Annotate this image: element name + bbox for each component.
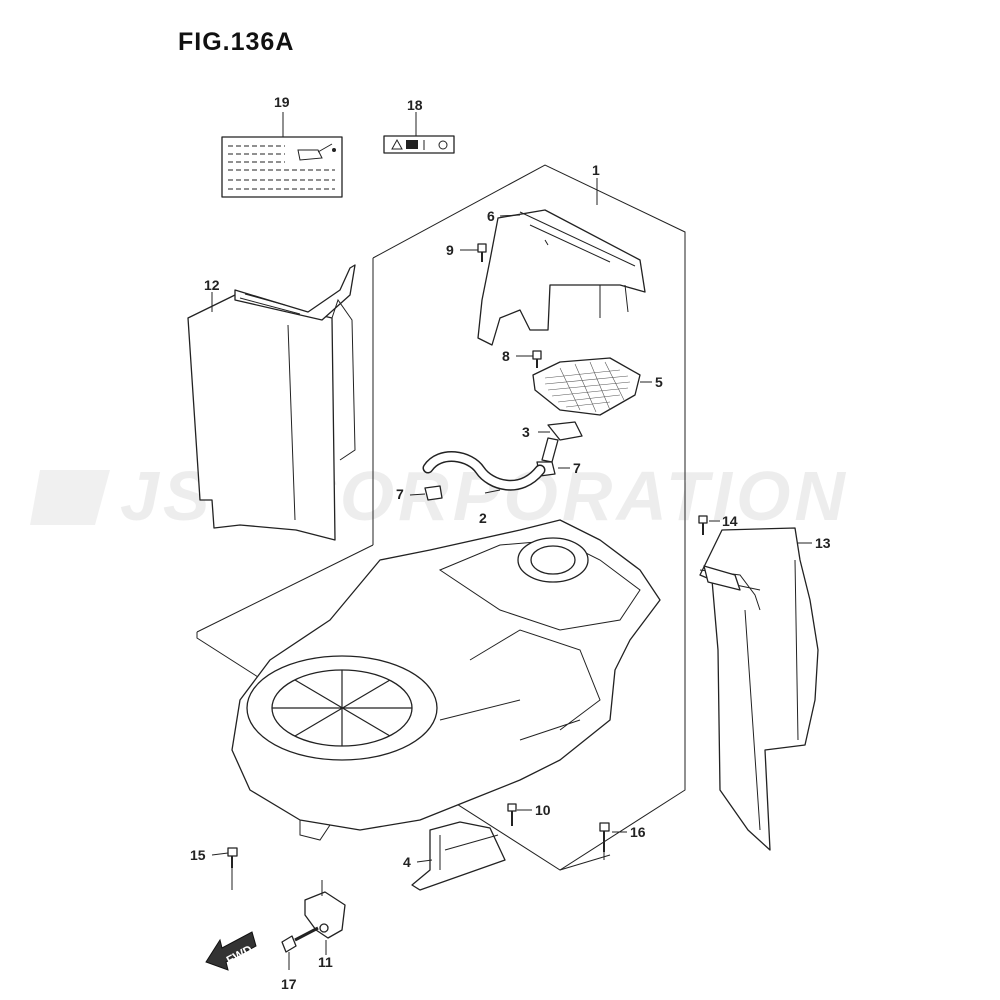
callout-4: 4: [403, 854, 411, 870]
callout-16: 16: [630, 824, 646, 840]
oil-can-icon: [297, 143, 336, 161]
screen-5[interactable]: [532, 357, 641, 416]
callout-18: 18: [407, 97, 423, 113]
screw-10[interactable]: [507, 803, 517, 826]
callout-5: 5: [655, 374, 663, 390]
bolt-17[interactable]: [281, 926, 319, 953]
bolt-14[interactable]: [698, 515, 708, 535]
callout-1: 1: [592, 162, 600, 178]
cover-6[interactable]: [477, 209, 646, 346]
callout-6: 6: [487, 208, 495, 224]
side-duct-12[interactable]: [187, 264, 356, 541]
boundary-lower-edge: [196, 544, 374, 633]
side-duct-13[interactable]: [699, 527, 819, 851]
bolt-8[interactable]: [532, 350, 542, 368]
callout-19: 19: [274, 94, 290, 110]
callout-7-upper: 7: [573, 460, 581, 476]
warning-sticker-18[interactable]: [383, 135, 455, 154]
callout-7-lower: 7: [396, 486, 404, 502]
boundary-bottom-edge: [559, 854, 611, 871]
hose-2[interactable]: [422, 451, 546, 491]
callout-11: 11: [318, 954, 333, 970]
callout-numbers: 1 2 3 4 5 6 7 7 8 9 10 11 12 13 14 15 16…: [190, 94, 831, 992]
fitting-3[interactable]: [541, 421, 583, 463]
label-sticker-19[interactable]: [221, 136, 343, 198]
callout-17: 17: [281, 976, 297, 992]
callout-10: 10: [535, 802, 551, 818]
bracket-11[interactable]: [304, 880, 346, 939]
caution-label-icon: [406, 140, 418, 149]
callout-13: 13: [815, 535, 831, 551]
warning-label-icon: [391, 138, 403, 150]
cover-4[interactable]: [411, 821, 506, 891]
callout-12: 12: [204, 277, 220, 293]
callout-2: 2: [479, 510, 487, 526]
leader-lines: [211, 112, 812, 970]
callout-14: 14: [722, 513, 738, 529]
callout-9: 9: [446, 242, 454, 258]
assembly-boundary: [196, 164, 686, 871]
bolt-9[interactable]: [477, 243, 487, 262]
bolt-15[interactable]: [227, 847, 238, 868]
bolt-16[interactable]: [599, 822, 610, 852]
callout-3: 3: [522, 424, 530, 440]
figure-title: FIG.136A: [178, 28, 294, 56]
callout-8: 8: [502, 348, 510, 364]
clip-7-lower[interactable]: [424, 485, 443, 501]
main-housing-1[interactable]: [231, 519, 661, 841]
direction-arrow-icon: FWD: [205, 931, 257, 971]
callout-15: 15: [190, 847, 206, 863]
